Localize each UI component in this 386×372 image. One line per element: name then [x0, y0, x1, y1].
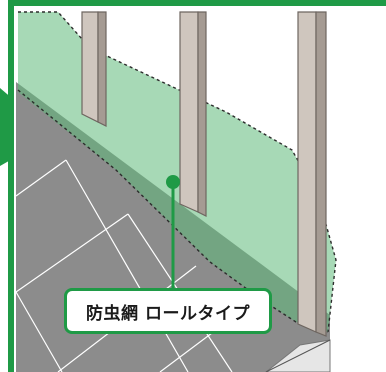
callout-label: 防虫網 ロールタイプ: [86, 303, 250, 324]
net-upper-dashed-edge: [18, 11, 337, 333]
frame-top-bar: [8, 0, 386, 6]
post-2: [179, 11, 207, 217]
callout-box: 防虫網 ロールタイプ: [64, 288, 272, 334]
roof-edge-line: [265, 339, 331, 372]
post-3: [297, 11, 327, 337]
green-arrow-tab-icon: [0, 88, 14, 166]
post-1: [81, 11, 107, 127]
green-dot-marker-icon: [166, 175, 180, 189]
frame-left-bar: [8, 0, 14, 372]
